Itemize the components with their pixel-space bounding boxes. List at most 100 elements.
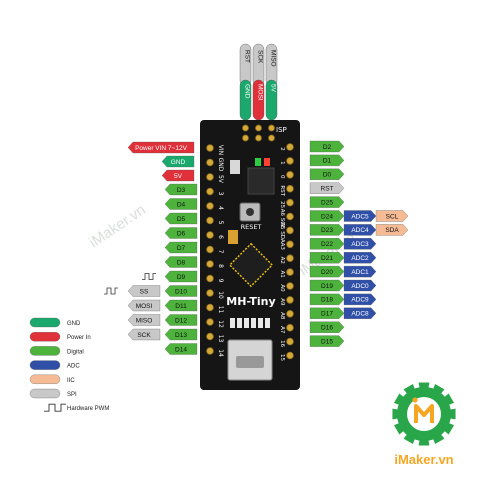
- smd-resistor: [230, 318, 235, 328]
- left-spi-mosi-shape: [127, 299, 161, 312]
- right-adc-adc8-shape: [343, 307, 377, 319]
- pin-hole-left: [206, 274, 214, 283]
- silk-right-label: 2: [279, 147, 285, 151]
- right-adc-adc5-shape: [343, 210, 377, 222]
- silk-left-label: VIN: [217, 145, 224, 155]
- watermark-text-0: iMaker.vn: [86, 201, 149, 251]
- smd-resistor: [237, 318, 242, 328]
- reset-silk-label: RESET: [241, 223, 262, 231]
- pin-hole-right: [286, 254, 294, 263]
- right-adc-adc0: ADC0: [343, 279, 377, 292]
- left-pin-d13-label: D13: [175, 332, 187, 339]
- right-pin-d21-label: D21: [321, 255, 333, 262]
- pin-hole-right: [286, 198, 294, 207]
- right-adc-adc9: ADC9: [343, 293, 377, 306]
- silk-right-label: 25: [279, 201, 285, 208]
- left-pin-d7-label: D7: [177, 245, 186, 252]
- right-adc-adc4-label: ADC4: [351, 227, 369, 234]
- silk-right-label: A0: [279, 284, 285, 292]
- pin-hole-left: [206, 245, 214, 254]
- legend-item-gnd: GND: [29, 317, 81, 328]
- left-pin-d8: D8: [164, 256, 198, 268]
- silk-right-label: A5 SDA: [279, 222, 285, 243]
- left-power-gnd-shape: [161, 155, 195, 168]
- silk-left-label: 10: [217, 291, 224, 299]
- left-pin-d13-shape: [164, 328, 198, 341]
- right-pin-d18-shape: [309, 293, 345, 306]
- right-pin-d20-label: D20: [321, 269, 333, 276]
- legend-label: Power In: [67, 335, 91, 341]
- left-pin-d12-shape: [164, 314, 198, 326]
- right-pin-d19-shape: [309, 279, 345, 292]
- left-power-5v: 5V: [161, 169, 195, 182]
- silk-right-label: A9: [279, 298, 285, 306]
- isp-hole: [242, 134, 249, 142]
- left-pin-d5-label: D5: [177, 216, 186, 223]
- right-adc-adc2-label: ADC2: [351, 255, 369, 262]
- silk-left-label: 12: [217, 320, 224, 328]
- pin-hole-right: [286, 143, 294, 151]
- silk-right-label: RST: [279, 185, 285, 196]
- left-power-5v-label: 5V: [174, 173, 183, 180]
- legend-item-pwm: Hardware PWM: [44, 403, 109, 412]
- isp-pin-label: MISO: [270, 50, 277, 67]
- right-iic-sda-shape: [375, 224, 409, 236]
- right-iic-scl-label: SCL: [386, 213, 399, 220]
- right-pin-d24: D24: [309, 210, 345, 222]
- isp-hole: [242, 124, 249, 132]
- right-pin-d20: D20: [309, 265, 345, 278]
- pin-hole-left: [206, 187, 214, 196]
- legend-label: Digital: [67, 349, 84, 355]
- silk-right-label: A2: [279, 257, 285, 264]
- silk-right-label: 16: [279, 340, 285, 347]
- left-pin-d4-shape: [164, 198, 198, 210]
- left-pin-d11-label: D11: [175, 303, 187, 310]
- right-pin-d16-label: D16: [321, 325, 333, 332]
- legend-item-iic: IIC: [29, 374, 75, 384]
- capacitor: [228, 230, 238, 244]
- legend-label: SPI: [67, 392, 77, 398]
- legend-swatch: [29, 388, 61, 399]
- silk-left-label: 3: [217, 192, 224, 196]
- silk-right-label: A7: [279, 326, 285, 334]
- right-pin-d24-label: D24: [321, 213, 333, 220]
- pin-hole-left: [206, 332, 214, 341]
- silk-right-label: A1: [279, 270, 285, 277]
- left-spi-miso-label: MISO: [136, 317, 153, 324]
- legend-swatch: [29, 332, 61, 342]
- regulator: [230, 160, 240, 174]
- isp-pin-mosi: MOSI: [252, 79, 265, 121]
- left-pin-d11: D11: [164, 299, 198, 312]
- right-pin-d15: D15: [309, 335, 345, 347]
- left-pin-d6-label: D6: [177, 230, 186, 237]
- board-title: MH-Tiny: [226, 295, 275, 308]
- left-spi-ss-shape: [127, 285, 161, 297]
- right-pin-d1-label: D1: [323, 158, 332, 165]
- silk-left-label: 4: [217, 206, 224, 210]
- right-pin-d21: D21: [309, 252, 345, 264]
- right-pin-d22-shape: [309, 238, 345, 250]
- smd-resistor: [258, 318, 263, 328]
- left-pin-d12: D12: [164, 314, 198, 326]
- isp-pin-label: SCK: [257, 50, 264, 64]
- right-adc-adc1-label: ADC1: [351, 269, 369, 276]
- right-pin-d25-label: D25: [321, 199, 333, 206]
- silk-left-label: 6: [217, 235, 224, 239]
- right-adc-adc2-shape: [343, 252, 377, 264]
- right-pin-d23-shape: [309, 224, 345, 236]
- right-pin-d20-shape: [309, 265, 345, 278]
- isp-silk-label: ISP: [276, 126, 287, 134]
- left-pin-d9: D9: [164, 270, 198, 283]
- reset-button-cap: [246, 208, 254, 216]
- right-adc-adc8-label: ADC8: [351, 311, 369, 318]
- silk-right-label: A3: [279, 243, 285, 251]
- pin-hole-left: [206, 202, 214, 210]
- silk-left-label: 7: [217, 250, 224, 254]
- right-pin-d17-label: D17: [321, 311, 333, 318]
- isp-pin-sck: SCK: [252, 43, 265, 87]
- right-adc-adc8: ADC8: [343, 307, 377, 319]
- right-pin-d19: D19: [309, 279, 345, 292]
- silk-left-label: 5: [217, 221, 224, 225]
